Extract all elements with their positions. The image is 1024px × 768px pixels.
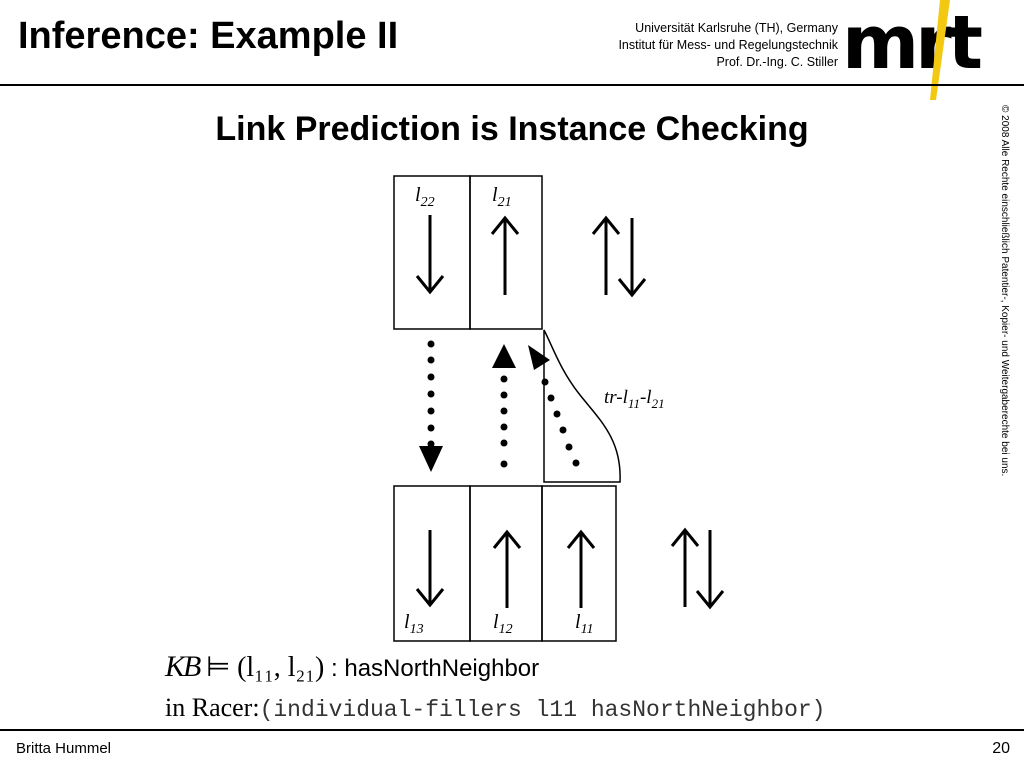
bottom-cell-l11: l11 — [541, 485, 617, 642]
racer-code: (individual-fillers l11 hasNorthNeighbor… — [259, 697, 826, 723]
top-cell-l21: l21 — [469, 175, 543, 330]
cell-label-sub: 21 — [498, 195, 512, 210]
individual-tuple: (l₁₁, l₂₁) — [237, 652, 325, 683]
institution-line-3: Prof. Dr.-Ing. C. Stiller — [716, 55, 838, 69]
bottom-cell-l12: l12 — [469, 485, 543, 642]
footer-divider — [0, 729, 1024, 731]
cell-label-sub: 13 — [410, 622, 424, 637]
cell-label: l — [404, 611, 410, 633]
logo-accent-stroke — [930, 0, 950, 100]
institution-line-1: Universität Karlsruhe (TH), Germany — [635, 21, 838, 35]
cell-label: l — [493, 611, 499, 633]
cell-label: l — [415, 184, 421, 206]
up-down-arrows-icon — [670, 527, 725, 610]
copyright-notice: © 2008 Alle Rechte einschließlich Patent… — [999, 105, 1010, 477]
arrow-up-icon — [490, 215, 520, 295]
mrt-logo: mrt — [842, 0, 986, 100]
triangle-label: tr-l11-l21 — [604, 387, 665, 411]
institution-line-2: Institut für Mess- und Regelungstechnik — [618, 38, 838, 52]
slide-subtitle: Link Prediction is Instance Checking — [215, 110, 809, 148]
kb-colon: : — [324, 655, 345, 682]
top-cell-l22: l22 — [393, 175, 471, 330]
svg-text:l12: l12 — [493, 611, 513, 637]
arrow-up-icon — [492, 529, 522, 608]
cell-label-sub: 22 — [421, 195, 435, 210]
cell-label: l — [492, 184, 498, 206]
page-number: 20 — [992, 740, 1010, 757]
dotted-arrow-down — [419, 340, 443, 472]
dotted-arrow-up — [492, 344, 516, 468]
slide-title: Inference: Example II — [18, 15, 399, 57]
arrow-down-icon — [415, 530, 445, 608]
header-divider — [0, 84, 1024, 86]
institution-block: Universität Karlsruhe (TH), Germany Inst… — [618, 20, 838, 71]
svg-text:l13: l13 — [404, 611, 424, 637]
cell-label: l — [575, 611, 581, 633]
bottom-cell-l13: l13 — [393, 485, 471, 642]
transitive-triangle — [543, 329, 621, 483]
arrow-down-icon — [415, 215, 445, 295]
link-prediction-diagram: l22 l21 tr-l11- — [393, 175, 725, 642]
kb-entailment: KB ⊨ (l₁₁, l₂₁) : hasNorthNeighbor — [165, 650, 539, 684]
racer-label: in Racer: — [165, 693, 260, 722]
svg-text:l22: l22 — [415, 184, 435, 210]
svg-text:l21: l21 — [492, 184, 512, 210]
role-name: hasNorthNeighbor — [344, 655, 540, 682]
arrow-up-icon — [566, 529, 596, 608]
kb-symbol: KB — [165, 650, 201, 683]
racer-query: in Racer:(individual-fillers l11 hasNort… — [165, 693, 825, 723]
cell-label-sub: 11 — [581, 622, 594, 637]
svg-text:l11: l11 — [575, 611, 594, 637]
footer-author: Britta Hummel — [16, 740, 112, 757]
logo-text: mrt — [842, 0, 982, 86]
cell-label-sub: 12 — [499, 622, 513, 637]
dotted-arrow-diagonal — [528, 345, 580, 467]
up-down-arrows-icon — [591, 215, 647, 298]
entails-symbol: ⊨ — [206, 652, 231, 683]
